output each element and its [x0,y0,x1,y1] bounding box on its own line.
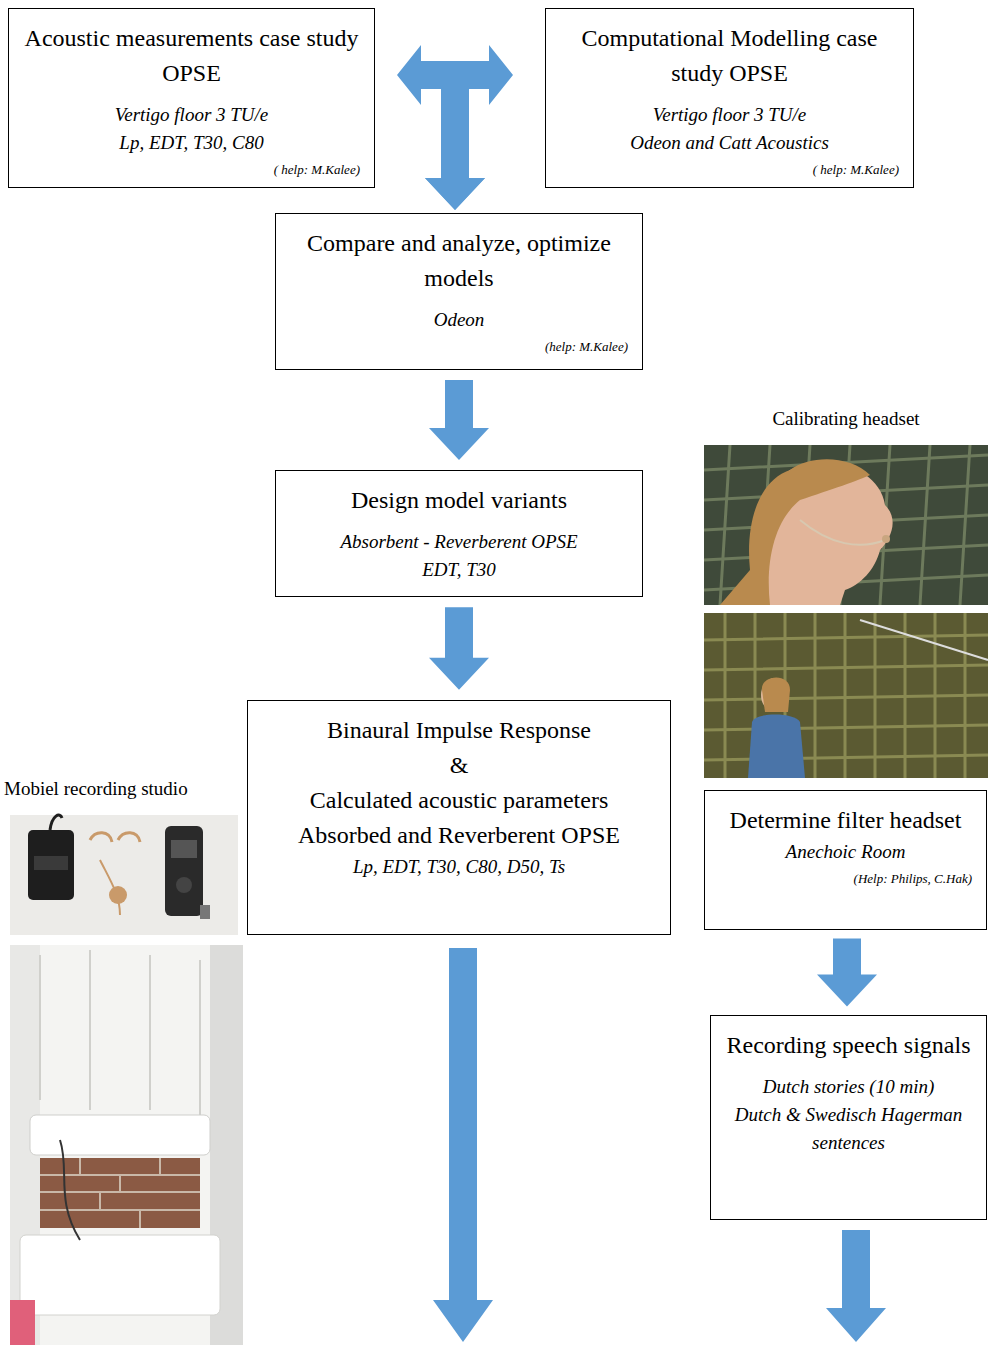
box-title: & [262,748,656,783]
box-title: Compare and analyze, optimize models [290,226,628,296]
detail-text: Anechoic Room [719,838,972,866]
process-box: Compare and analyze, optimize modelsOdeo… [275,213,643,370]
process-box: Determine filter headsetAnechoic Room (He… [704,790,987,930]
box-title: Recording speech signals [725,1028,972,1063]
process-box: Binaural Impulse Response&Calculated aco… [247,700,671,935]
credit-note: (help: M.Kalee) [290,338,628,356]
detail-text: Vertigo floor 3 TU/e [23,101,360,129]
block-arrow [817,939,877,1007]
caption-label: Calibrating headset [704,407,988,431]
detail-text: Lp, EDT, T30, C80, D50, Ts [262,853,656,881]
block-arrow [429,607,489,689]
block-arrow [429,380,489,460]
detail-text: Odeon [290,306,628,334]
process-box: Acoustic measurements case study OPSE Ver… [8,8,375,188]
detail-text: EDT, T30 [290,556,628,584]
box-title: Design model variants [290,483,628,518]
box-title: Computational Modelling case study OPSE [560,21,899,91]
recording-booth-photo [10,945,243,1345]
detail-text: Dutch & Swedisch Hagerman sentences [725,1101,972,1157]
anechoic-room-photo [704,613,988,778]
detail-text: Dutch stories (10 min) [725,1073,972,1101]
process-box: Design model variantsAbsorbent - Reverbe… [275,470,643,597]
recording-devices-photo [10,815,238,935]
block-arrow [425,61,485,210]
detail-text: Absorbent - Reverberent OPSE [290,528,628,556]
box-title: Binaural Impulse Response [262,713,656,748]
process-box: Computational Modelling case study OPSE V… [545,8,914,188]
detail-text: Lp, EDT, T30, C80 [23,129,360,157]
credit-note: ( help: M.Kalee) [23,161,360,179]
headset-photo [704,445,988,605]
box-title: Calculated acoustic parameters [262,783,656,818]
process-box: Recording speech signalsDutch stories (1… [710,1015,987,1220]
detail-text: Vertigo floor 3 TU/e [560,101,899,129]
box-title: Absorbed and Reverberent OPSE [262,818,656,853]
credit-note: (Help: Philips, C.Hak) [719,870,972,888]
caption-label: Mobiel recording studio [4,777,240,801]
box-title: Acoustic measurements case study OPSE [23,21,360,91]
box-title: Determine filter headset [719,803,972,838]
credit-note: ( help: M.Kalee) [560,161,899,179]
detail-text: Odeon and Catt Acoustics [560,129,899,157]
block-arrow [425,61,485,210]
